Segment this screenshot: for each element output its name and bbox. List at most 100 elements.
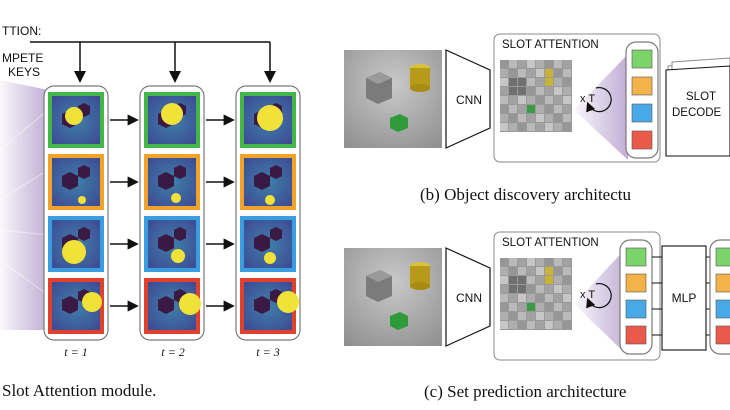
feature-cell	[563, 60, 571, 68]
object-shadow	[158, 234, 174, 252]
iterate-label-c: x T	[580, 289, 595, 301]
cnn-label-c: CNN	[456, 291, 482, 305]
slot-4	[625, 325, 647, 345]
feature-cell	[536, 105, 544, 113]
attention-fan-b	[574, 54, 628, 160]
slot-column-1	[43, 85, 109, 341]
feature-cell	[545, 60, 553, 68]
slot-column-2	[139, 85, 205, 341]
feature-cell	[509, 123, 517, 131]
feature-grid-c	[500, 258, 572, 330]
feature-cell	[563, 276, 571, 284]
feature-cell	[536, 285, 544, 293]
attention-highlight	[171, 249, 185, 263]
attention-highlight	[179, 293, 201, 315]
attention-highlight	[161, 103, 183, 125]
attention-highlight	[257, 105, 283, 131]
feature-cell	[536, 78, 544, 86]
feature-cell	[554, 258, 562, 266]
panel-b: CNN SLOT ATTENTION x T SLOT DECODE (b) O…	[344, 33, 730, 204]
panel-a-compete-label: MPETE	[2, 51, 43, 65]
feature-cell	[509, 267, 517, 275]
slot-attention-title-c: SLOT ATTENTION	[502, 237, 599, 249]
feature-cell	[527, 285, 535, 293]
feature-cell	[536, 114, 544, 122]
feature-cell	[536, 276, 544, 284]
feature-cell	[527, 105, 535, 113]
step-label-t3: t = 3	[256, 345, 279, 359]
feature-cell	[563, 69, 571, 77]
slot-2	[625, 273, 647, 293]
feature-cell	[509, 258, 517, 266]
feature-cell	[563, 96, 571, 104]
feature-cell	[545, 87, 553, 95]
feature-cell	[509, 312, 517, 320]
feature-cell	[563, 258, 571, 266]
feature-cell	[545, 303, 553, 311]
feature-cell	[554, 96, 562, 104]
output-slot-stack-c	[709, 239, 730, 355]
feature-cell	[500, 312, 508, 320]
feature-cell	[554, 267, 562, 275]
slot-decoder-b	[665, 57, 730, 157]
slot-3	[625, 299, 647, 319]
feature-cell	[554, 303, 562, 311]
panel-b-caption: (b) Object discovery architectu	[420, 185, 631, 204]
feature-cell	[563, 105, 571, 113]
slot-attention-title-b: SLOT ATTENTION	[502, 39, 599, 51]
slot-4	[715, 325, 730, 345]
panel-a: TTION: MPETE KEYS t = 1 t = 2 t = 3 Slot…	[0, 24, 301, 400]
mlp-box	[661, 245, 707, 351]
feature-cell	[545, 123, 553, 131]
feature-cell	[527, 312, 535, 320]
feature-cell	[500, 105, 508, 113]
object-shadow	[158, 296, 174, 314]
step-label-t1: t = 1	[64, 345, 87, 359]
feature-cell	[500, 267, 508, 275]
scene-objects	[366, 262, 430, 330]
feature-cell	[500, 123, 508, 131]
feature-cell	[563, 78, 571, 86]
step-label-t2: t = 2	[161, 345, 184, 359]
feature-cell	[518, 96, 526, 104]
feature-cell	[527, 294, 535, 302]
feature-cell	[518, 78, 526, 86]
feature-cell	[545, 312, 553, 320]
feature-cell	[554, 285, 562, 293]
feature-cell	[509, 303, 517, 311]
feature-cell	[554, 69, 562, 77]
feature-cell	[518, 123, 526, 131]
slot-2	[631, 76, 653, 96]
feature-cell	[509, 78, 517, 86]
feature-cell	[545, 258, 553, 266]
feature-cell	[563, 87, 571, 95]
slot-stack-frame	[625, 41, 659, 159]
fan-line	[0, 109, 49, 151]
feature-cell	[554, 105, 562, 113]
slot-stack-c	[619, 239, 710, 355]
iterate-label-b: x T	[580, 93, 595, 105]
feature-cell	[545, 69, 553, 77]
feature-cell	[500, 285, 508, 293]
feature-cell	[518, 258, 526, 266]
slot-1	[625, 247, 647, 267]
feature-cell	[563, 285, 571, 293]
feature-cell	[500, 258, 508, 266]
object-shadow	[174, 227, 186, 241]
object-shadow	[174, 165, 186, 179]
feature-cell	[536, 303, 544, 311]
feature-cell	[527, 87, 535, 95]
feature-cell	[527, 114, 535, 122]
feature-cell	[500, 69, 508, 77]
feature-cell	[518, 312, 526, 320]
feature-cell	[536, 69, 544, 77]
feature-cell	[500, 78, 508, 86]
feature-cell	[509, 321, 517, 329]
feature-cell	[554, 276, 562, 284]
attention-highlight	[277, 291, 299, 313]
feature-cell	[527, 123, 535, 131]
fan-line	[0, 169, 49, 201]
feature-cell	[500, 321, 508, 329]
slot-4	[631, 130, 653, 150]
